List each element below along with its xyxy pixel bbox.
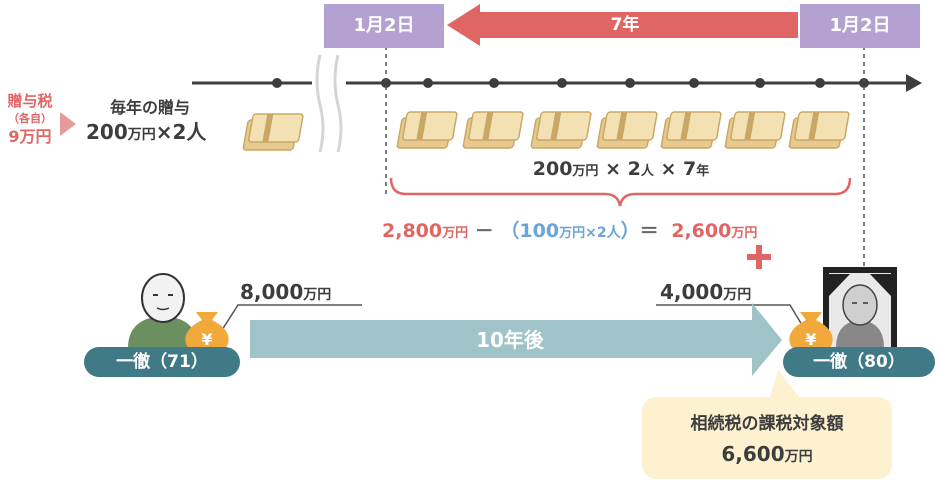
- right-assets-unit: 万円: [723, 287, 752, 303]
- money-bag-icon: ¥: [789, 312, 833, 354]
- money-bundle-icon: [396, 111, 458, 149]
- annual-gift-label: 毎年の贈与 200万円×2人: [86, 96, 242, 147]
- brace-people: × 2: [605, 158, 641, 180]
- result-value: 6,600: [721, 442, 785, 466]
- money-bundle-icon: [462, 111, 524, 149]
- timeline-dot: [625, 78, 635, 88]
- left-person-name: 一徹（71）: [84, 347, 240, 377]
- left-assets-value: 8,000: [240, 280, 304, 304]
- result-unit: 万円: [784, 449, 813, 465]
- exemption-unit: 万円: [559, 226, 586, 241]
- exemption-times: ×2人: [585, 225, 621, 241]
- timeline-dot: [815, 78, 825, 88]
- equals-sign: ＝: [639, 220, 659, 242]
- brace-years: × 7: [660, 158, 697, 180]
- period-label: 7年: [610, 15, 640, 35]
- left-assets-label: 8,000万円: [240, 280, 331, 304]
- gift-tax-arrow-icon: [60, 112, 76, 136]
- timeline-dot: [489, 78, 499, 88]
- open-paren: （: [500, 220, 520, 242]
- annual-gift-amount: 200: [86, 120, 128, 144]
- timeline-dot: [755, 78, 765, 88]
- timeline-dot: [689, 78, 699, 88]
- result-callout: 相続税の課税対象額 6,600万円: [642, 397, 892, 479]
- date-box-right: 1月2日: [800, 4, 920, 48]
- break-mark-icon: [315, 54, 325, 153]
- timeline-dot: [423, 78, 433, 88]
- close-paren: ）: [620, 220, 640, 242]
- brace: [389, 177, 852, 207]
- calculation-equation: 2,800万円 － （100万円×2人）＝ 2,600万円: [382, 216, 832, 243]
- annual-gift-unit: 万円: [127, 127, 156, 143]
- total-gift-value: 2,800: [382, 220, 443, 242]
- money-bundle-icon: [788, 111, 850, 149]
- gift-tax-each: （各自）: [8, 112, 52, 125]
- svg-text:¥: ¥: [201, 330, 212, 349]
- added-back-unit: 万円: [731, 226, 758, 241]
- money-bundle-icon: [242, 113, 304, 151]
- memorial-portrait-icon: [823, 267, 897, 353]
- seven-year-arrow: [447, 4, 798, 46]
- ten-year-arrow: [250, 303, 782, 376]
- result-title: 相続税の課税対象額: [690, 414, 844, 434]
- gift-tax-amount: 9万円: [8, 127, 52, 146]
- added-back-value: 2,600: [671, 220, 732, 242]
- gift-tax-title: 贈与税: [7, 92, 53, 110]
- callout-pointer: [770, 370, 800, 398]
- svg-text:¥: ¥: [805, 330, 816, 349]
- plus-icon: [747, 254, 771, 260]
- ten-year-label: 10年後: [476, 328, 544, 352]
- brace-years-unit: 年: [696, 164, 710, 179]
- exemption-value: 100: [519, 220, 560, 242]
- right-assets-label: 4,000万円: [660, 280, 751, 304]
- money-bundle-icon: [724, 111, 786, 149]
- money-bundle-icon: [530, 111, 592, 149]
- annual-gift-times: ×2人: [155, 120, 207, 144]
- break-mark-icon: [333, 54, 343, 153]
- brace-amount-unit: 万円: [572, 164, 599, 179]
- brace-label: 200万円 × 2人 × 7年: [486, 158, 756, 180]
- timeline-dot: [859, 78, 869, 88]
- timeline-dot: [381, 78, 391, 88]
- annual-gift-title: 毎年の贈与: [110, 98, 191, 117]
- timeline-dot: [272, 78, 282, 88]
- brace-amount: 200: [532, 158, 573, 180]
- right-person-name: 一徹（80）: [783, 347, 935, 377]
- gift-tax-note: 贈与税 （各自） 9万円: [0, 92, 60, 146]
- brace-people-unit: 人: [640, 164, 654, 179]
- money-bag-icon: ¥: [185, 312, 229, 354]
- timeline-dot: [557, 78, 567, 88]
- left-assets-unit: 万円: [303, 287, 332, 303]
- minus-sign: －: [474, 220, 494, 242]
- elderly-man-icon: [128, 273, 198, 348]
- money-bundle-icon: [596, 111, 658, 149]
- left-assets-connector: [221, 304, 362, 331]
- date-box-left: 1月2日: [324, 4, 444, 48]
- total-gift-unit: 万円: [442, 226, 469, 241]
- right-assets-value: 4,000: [660, 280, 724, 304]
- money-bundle-icon: [660, 111, 722, 149]
- timeline-arrowhead: [906, 74, 922, 92]
- right-assets-connector: [656, 304, 806, 331]
